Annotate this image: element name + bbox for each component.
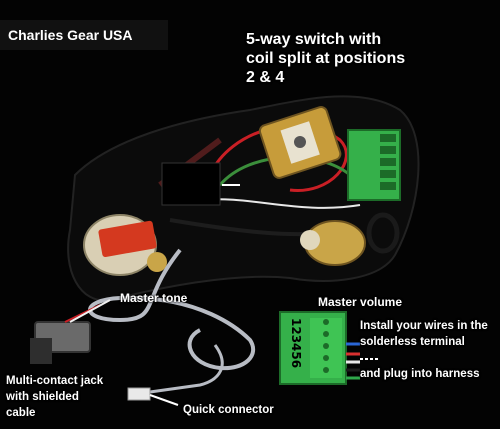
terminal-numbers: 123456 [289, 318, 303, 368]
master-tone-pot [83, 214, 167, 276]
quick-connector [127, 387, 151, 401]
terminal-label-2: solderless terminal [360, 336, 465, 348]
master-tone-label: Master tone [120, 291, 188, 305]
shielded-cable [88, 248, 256, 371]
terminal-label-3: and plug into harness [360, 368, 480, 380]
brand-label: Charlies Gear USA [0, 20, 168, 50]
master-volume-pot [300, 220, 366, 266]
terminal-label-1: Install your wires in the [360, 320, 488, 332]
headline: 5-way switch with coil split at position… [246, 31, 406, 86]
jack-label: Multi-contact jack with shielded cable [6, 375, 104, 419]
five-way-switch [258, 106, 342, 179]
quick-connector-label: Quick connector [183, 404, 274, 416]
label-sticker [161, 162, 221, 206]
terminal-block-bottom: 123456 [279, 311, 347, 385]
output-jack [30, 299, 111, 364]
master-volume-label: Master volume [318, 295, 403, 309]
terminal-block-top [347, 129, 401, 201]
